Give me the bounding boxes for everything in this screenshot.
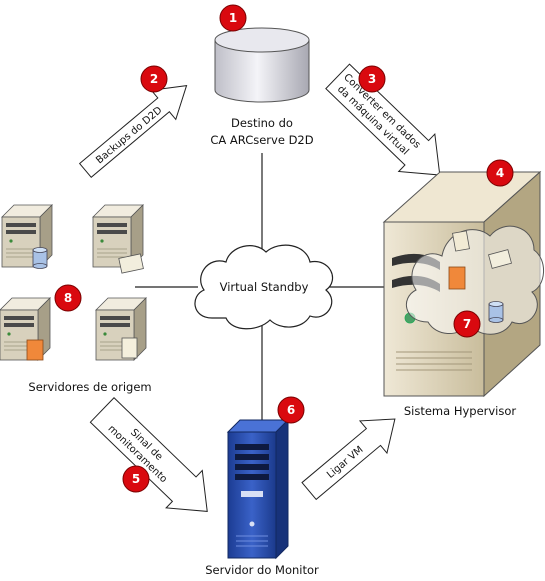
source-servers: Servidores de origem: [0, 204, 152, 394]
vm-icon: [26, 339, 44, 361]
monitoring-signal-arrow: Sinal de monitoramento: [89, 397, 208, 512]
hypervisor-system: Sistema Hypervisor: [382, 170, 544, 418]
step-badge-2: 2: [140, 65, 168, 93]
step-badges: 1 2 3 4 5 6 7 8: [54, 4, 514, 493]
step-badge-4: 4: [486, 159, 514, 187]
database-cylinder-icon: [32, 247, 48, 269]
destination-label-line1: Destino do: [231, 116, 293, 130]
cloud-icon: [406, 225, 544, 335]
d2d-destination-storage: Destino do CA ARCserve D2D: [210, 27, 314, 147]
vm-icon: [448, 266, 466, 290]
svg-text:5: 5: [132, 472, 140, 486]
step-badge-7: 7: [453, 310, 481, 338]
destination-label-line2: CA ARCserve D2D: [210, 133, 313, 147]
vm-icon: [488, 249, 512, 269]
monitor-server: Servidor do Monitor: [205, 418, 319, 577]
cloud-icon: [194, 244, 333, 330]
backups-arrow: Backups do D2D: [78, 84, 188, 179]
power-on-vm-arrow: Ligar VM: [301, 418, 396, 501]
virtual-standby-label: Virtual Standby: [220, 280, 309, 294]
vm-icon: [452, 230, 470, 252]
svg-text:3: 3: [368, 72, 376, 86]
vm-icon: [121, 337, 138, 359]
tower-server-icon: [226, 418, 290, 560]
svg-text:8: 8: [64, 291, 72, 305]
server-icon: [95, 297, 147, 361]
svg-text:4: 4: [496, 166, 504, 180]
convert-arrow: Converter em dados da máquina virtual: [325, 63, 441, 176]
database-cylinder-icon: [214, 27, 310, 103]
vm-icon: [118, 253, 144, 274]
backups-arrow-label: Backups do D2D: [94, 105, 164, 167]
step-badge-5: 5: [122, 465, 150, 493]
source-servers-label: Servidores de origem: [28, 380, 151, 394]
hypervisor-label: Sistema Hypervisor: [404, 404, 517, 418]
svg-text:7: 7: [463, 317, 471, 331]
step-badge-1: 1: [219, 4, 247, 32]
svg-text:1: 1: [229, 11, 237, 25]
server-icon: [92, 204, 144, 274]
arrow-icon: [89, 397, 208, 512]
database-cylinder-icon: [488, 301, 504, 323]
arrow-icon: [78, 84, 188, 179]
step-badge-6: 6: [277, 396, 305, 424]
connector-lines: [135, 153, 392, 420]
arrow-icon: [325, 63, 441, 176]
monitor-server-label: Servidor do Monitor: [205, 563, 319, 577]
arrow-icon: [301, 418, 396, 501]
svg-text:6: 6: [287, 403, 295, 417]
step-badge-8: 8: [54, 284, 82, 312]
server-icon: [0, 297, 51, 361]
server-icon: [1, 204, 53, 269]
svg-text:2: 2: [150, 72, 158, 86]
step-badge-3: 3: [358, 65, 386, 93]
virtual-standby-cloud: Virtual Standby: [194, 244, 333, 330]
